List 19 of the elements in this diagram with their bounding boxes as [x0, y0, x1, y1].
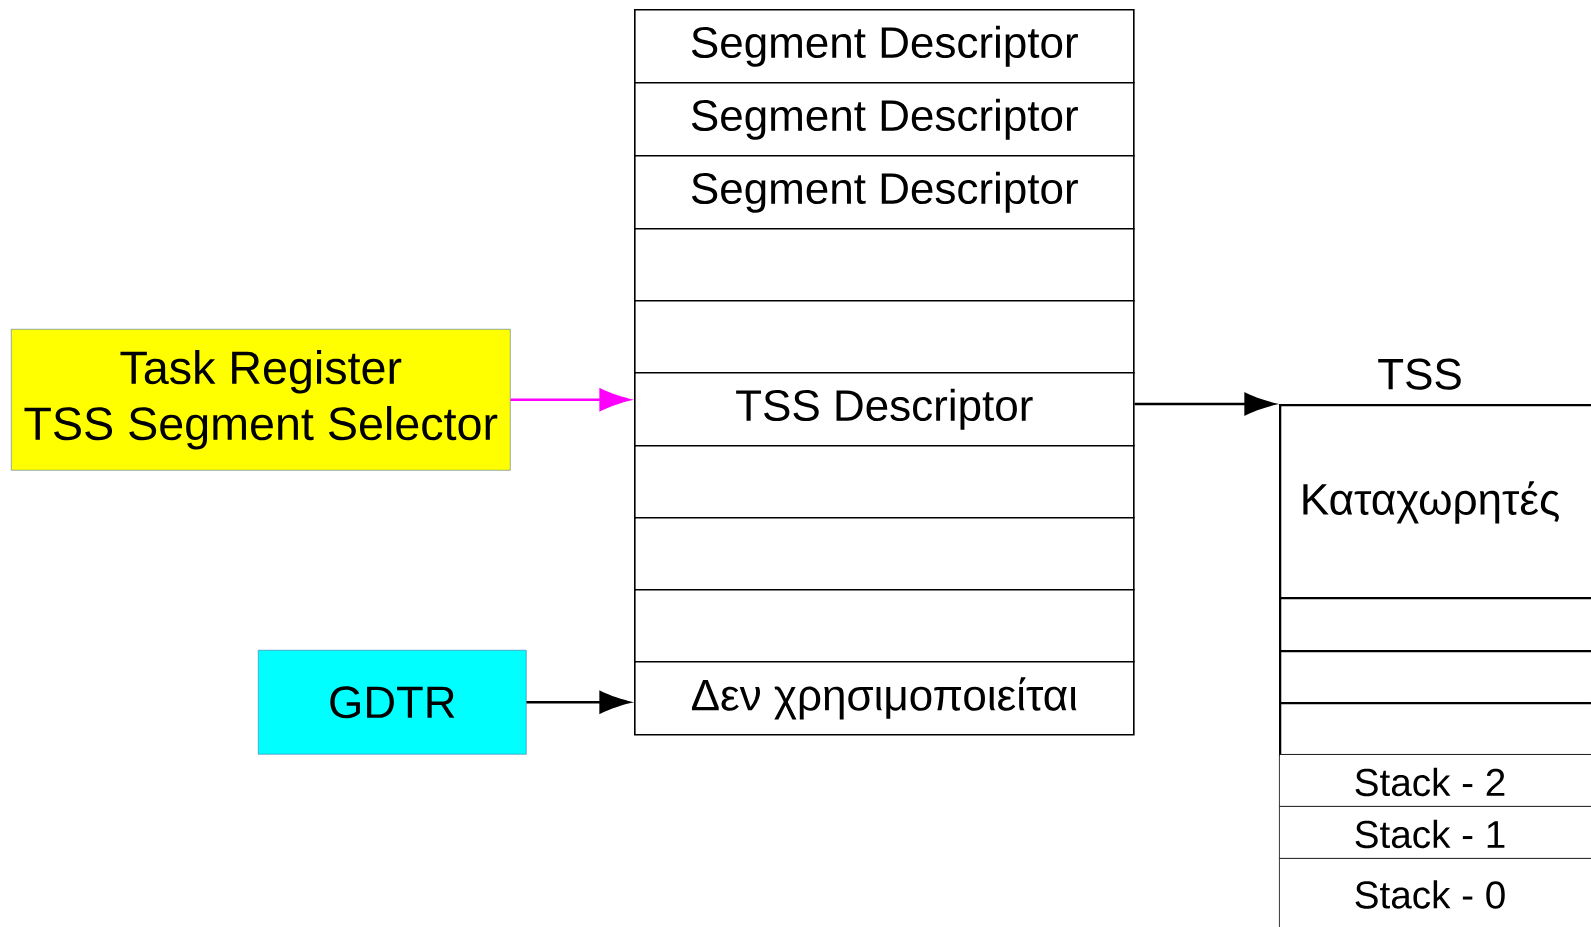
table-row: Καταχωρητές	[1279, 404, 1591, 600]
empty-table-row	[634, 445, 1135, 519]
table-row: Stack - 2	[1279, 754, 1591, 807]
empty-table-row	[634, 589, 1135, 663]
empty-table-row	[634, 517, 1135, 591]
empty-table-row	[1279, 650, 1591, 705]
table-row: Segment Descriptor	[634, 9, 1135, 84]
table-row: Segment Descriptor	[634, 155, 1135, 230]
table-row: TSS Descriptor	[634, 372, 1135, 447]
register-box: Task Register TSS Segment Selector	[11, 329, 511, 471]
register-box: GDTR	[258, 650, 527, 755]
empty-table-row	[1279, 702, 1591, 757]
table-row: Segment Descriptor	[634, 82, 1135, 157]
empty-table-row	[634, 300, 1135, 374]
table-row: Stack - 0	[1279, 858, 1591, 927]
empty-table-row	[634, 228, 1135, 302]
table-row: Δεν χρησιμοποιείται	[634, 661, 1135, 736]
table-row: Stack - 1	[1279, 806, 1591, 859]
empty-table-row	[1279, 597, 1591, 653]
